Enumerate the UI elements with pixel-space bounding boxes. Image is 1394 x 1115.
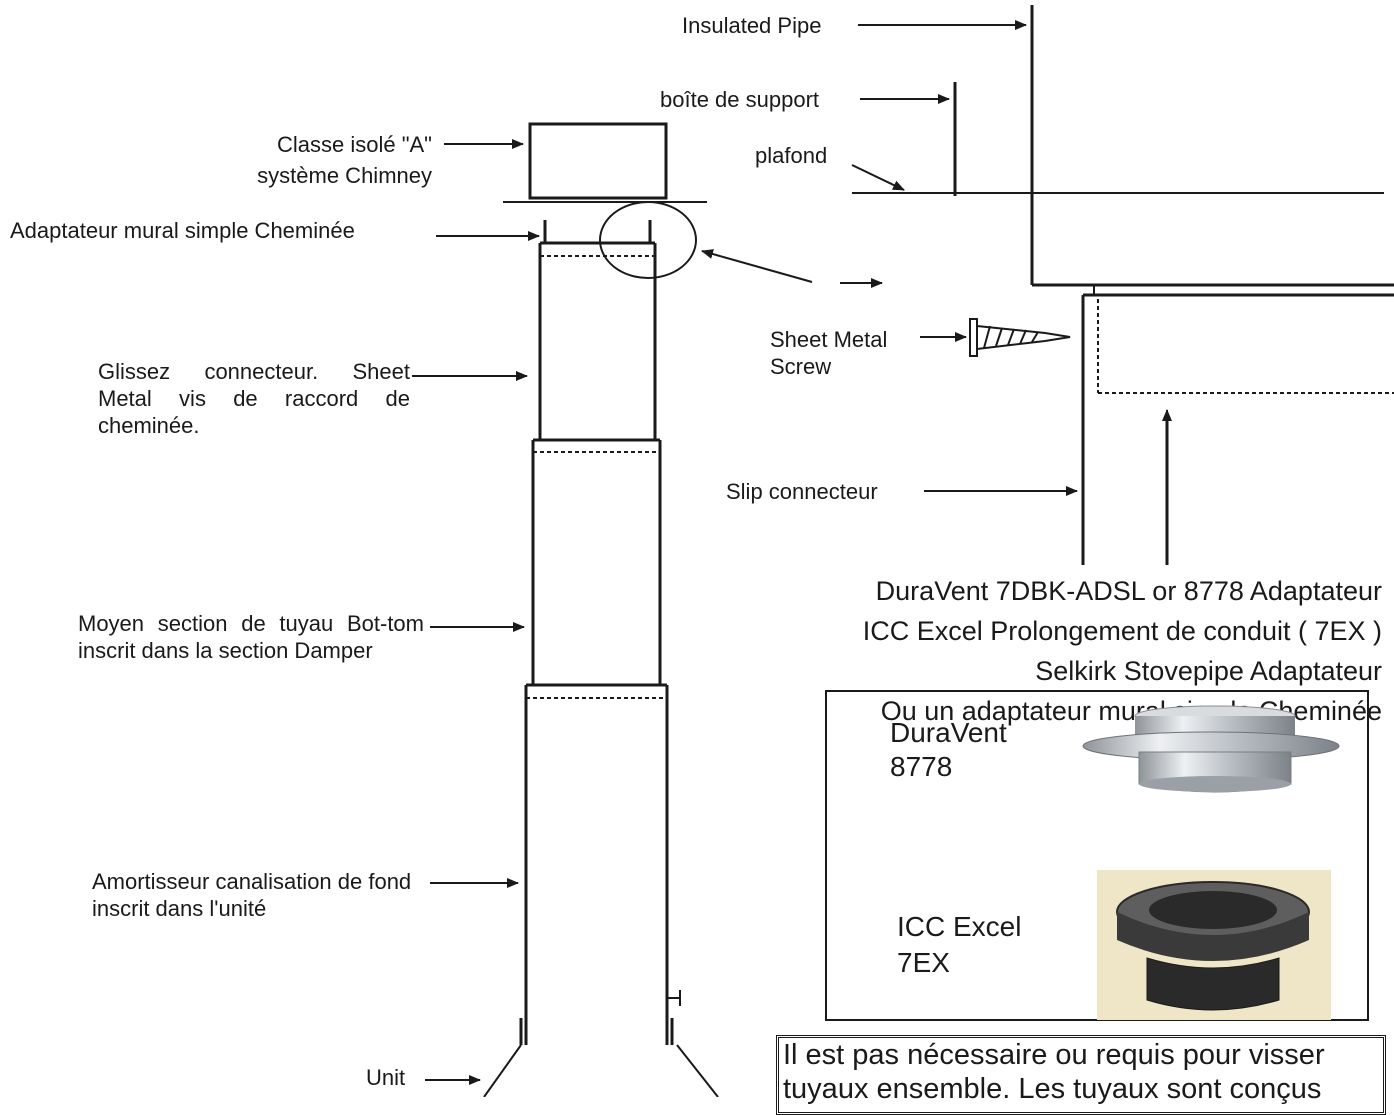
adapter-list-item: DuraVent 7DBK-ADSL or 8778 Adaptateur	[875, 576, 1382, 606]
duravent-8778-image	[1082, 705, 1340, 793]
damper-pipe-section	[524, 683, 681, 1045]
arrow-ceiling	[851, 164, 905, 191]
adapter-list-item: Selkirk Stovepipe Adaptateur	[1035, 656, 1382, 686]
label-class-a-line1: Classe isolé "A"	[276, 132, 432, 157]
slip-connector-detail	[1081, 285, 1394, 565]
label-sheet-metal-screw: Sheet Metal Screw	[770, 327, 888, 379]
label-unit: Unit	[366, 1065, 406, 1090]
class-a-chimney-box	[528, 122, 668, 200]
screw-glyph	[969, 318, 1071, 357]
adapter-list-item: Ou un adaptateur mural simple Cheminée	[880, 696, 1382, 726]
wall-adapter-collar	[540, 220, 655, 245]
adapter-list-item: ICC Excel Prolongement de conduit ( 7EX …	[862, 616, 1382, 646]
label-class-a-line2: système Chimney	[257, 163, 432, 188]
middle-pipe-section	[531, 438, 662, 685]
arrow-detail-circle	[701, 249, 813, 283]
slip-connector-pipe	[538, 243, 657, 440]
duravent-model: 8778	[890, 751, 953, 782]
icc-excel-model: 7EX	[897, 947, 950, 978]
duravent-name: DuraVent	[890, 717, 1007, 748]
label-middle-section: Moyen section de tuyau Bot-tom inscrit d…	[78, 611, 424, 663]
product-box: DuraVent 8778 ICC Excel 7EX	[825, 690, 1369, 1021]
label-slip-connector: Slip connecteur	[726, 479, 878, 504]
label-ceiling: plafond	[755, 143, 828, 168]
icc-excel-7ex-image	[1097, 870, 1331, 1020]
label-support-box: boîte de support	[660, 87, 820, 112]
label-insulated-pipe: Insulated Pipe	[682, 13, 822, 38]
icc-excel-name: ICC Excel	[897, 911, 1022, 942]
unit-top-outline	[483, 1018, 719, 1097]
label-slip-connector-note: Glissez connecteur. Sheet Metal vis de r…	[98, 359, 410, 438]
detail-circle	[599, 201, 697, 279]
label-wall-adapter: Adaptateur mural simple Cheminée	[10, 218, 355, 243]
note-box: Il est pas nécessaire ou requis pour vis…	[776, 1035, 1386, 1115]
label-damper-pipe: Amortisseur canalisation de fond inscrit…	[92, 869, 412, 921]
note-text: Il est pas nécessaire ou requis pour vis…	[783, 1039, 1325, 1105]
